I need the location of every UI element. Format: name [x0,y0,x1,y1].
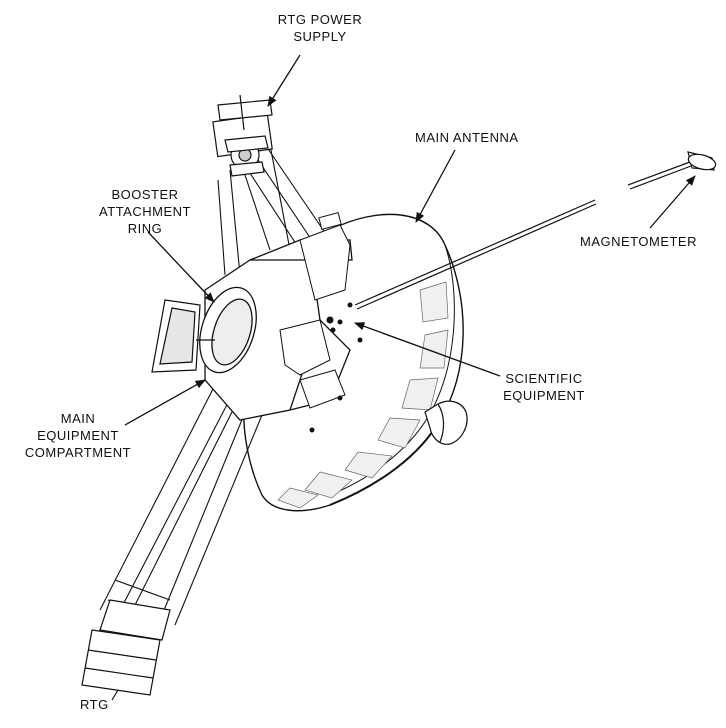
arrow-rtg-power-supply [267,54,301,107]
lower-rtg-unit [81,599,171,701]
label-scientific-equipment: SCIENTIFIC EQUIPMENT [503,371,585,403]
magnetometer-boom [354,161,692,310]
label-rtg-power-supply: RTG POWER SUPPLY [277,12,363,44]
label-rtg: RTG [80,697,109,712]
arrow-magnetometer [649,175,696,229]
dish-panels [277,281,449,509]
magnetometer-sensor [687,151,717,171]
arrow-scientific-equipment [354,322,501,377]
arrow-booster-ring [147,231,215,303]
equipment-compartment [199,239,353,421]
booster-adapter-box [151,299,215,373]
arrow-main-equipment [124,379,206,426]
label-booster-attachment-ring: BOOSTER ATTACHMENT RING [99,187,191,236]
label-magnetometer: MAGNETOMETER [580,234,697,249]
scientific-equipment-block [279,212,363,433]
label-main-equipment-compartment: MAIN EQUIPMENT COMPARTMENT [24,411,132,460]
label-main-antenna: MAIN ANTENNA [415,130,519,145]
upper-rtg-unit [212,94,273,177]
antenna-feed-horn [424,400,468,445]
leader-arrows [124,54,696,426]
arrow-main-antenna [415,149,456,223]
